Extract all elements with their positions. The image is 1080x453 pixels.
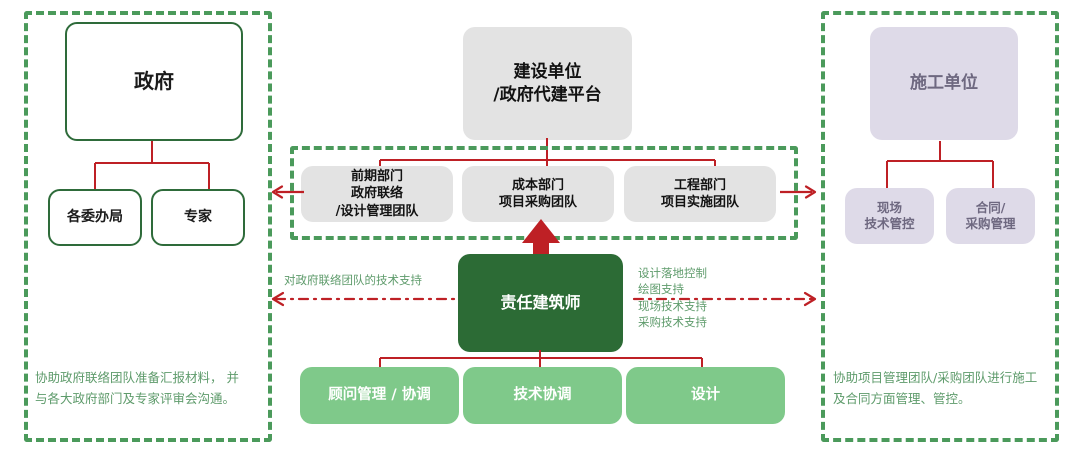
node-contract-procurement[interactable]: 合同/ 采购管理 <box>946 188 1035 244</box>
right-panel-connectors <box>886 141 994 189</box>
support-link-line <box>271 291 817 307</box>
left-panel-frame <box>24 11 272 442</box>
node-technical-coordination[interactable]: 技术协调 <box>463 367 622 424</box>
node-responsible-architect[interactable]: 责任建筑师 <box>458 254 623 352</box>
node-site-technical-control[interactable]: 现场 技术管控 <box>845 188 934 244</box>
node-dept-cost[interactable]: 成本部门 项目采购团队 <box>462 166 614 222</box>
right-panel-frame <box>821 11 1059 442</box>
node-design[interactable]: 设计 <box>626 367 785 424</box>
node-government-experts[interactable]: 专家 <box>151 189 245 246</box>
node-advisory-management[interactable]: 顾问管理 / 协调 <box>300 367 459 424</box>
node-contractor[interactable]: 施工单位 <box>870 27 1018 140</box>
left-panel-caption: 协助政府联络团队准备汇报材料， 并 与各大政府部门及专家评审会沟通。 <box>35 370 239 406</box>
node-government[interactable]: 政府 <box>65 22 243 141</box>
node-construction-owner[interactable]: 建设单位 /政府代建平台 <box>463 27 632 140</box>
left-panel-connectors <box>94 141 210 189</box>
node-dept-preliminary[interactable]: 前期部门 政府联络 /设计管理团队 <box>301 166 453 222</box>
annotation-support-to-government: 对政府联络团队的技术支持 <box>284 273 422 287</box>
right-panel-caption: 协助项目管理团队/采购团队进行施工 及合同方面管理、管控。 <box>833 370 1038 406</box>
node-government-committees[interactable]: 各委办局 <box>48 189 142 246</box>
arrow-departments-to-contractor <box>780 185 817 199</box>
arrow-departments-to-government <box>271 185 304 199</box>
annotation-support-to-contractor: 设计落地控制 绘图支持 现场技术支持 采购技术支持 <box>638 266 707 329</box>
arrow-architect-up-to-departments <box>522 219 560 262</box>
node-dept-engineering[interactable]: 工程部门 项目实施团队 <box>624 166 776 222</box>
